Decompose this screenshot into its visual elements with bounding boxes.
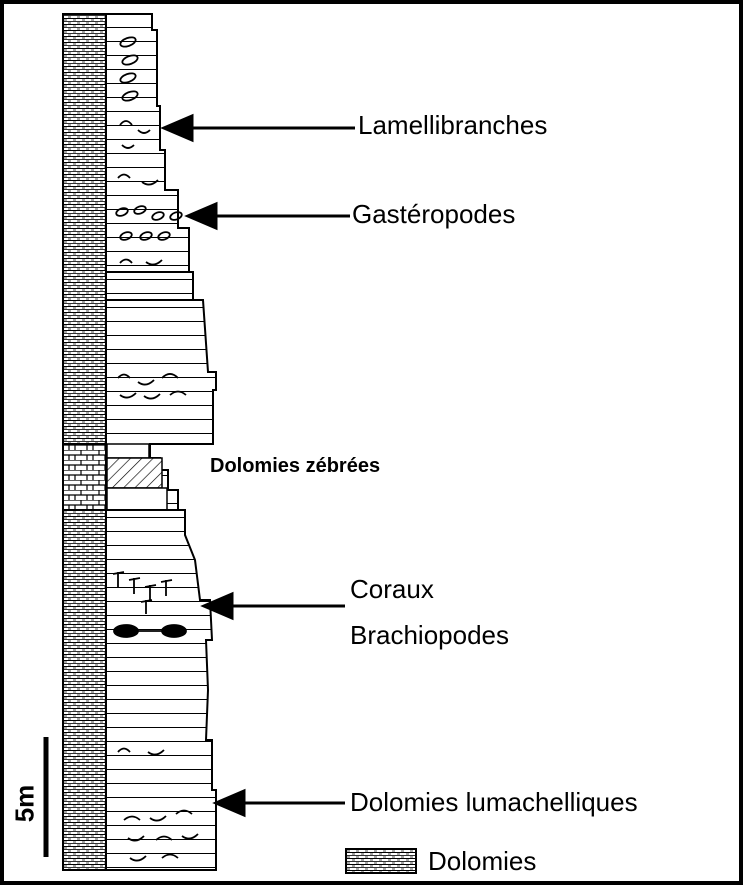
legend-dolomies-label: Dolomies <box>428 846 536 877</box>
label-brachiopodes: Brachiopodes <box>350 620 509 651</box>
legend-dolomies-swatch <box>346 849 416 873</box>
lithology-column <box>63 14 106 870</box>
label-dolomies-lumachelliques: Dolomies lumachelliques <box>350 787 638 818</box>
arrow-coraux-brachiopodes <box>204 594 345 618</box>
label-gasteropodes: Gastéropodes <box>352 199 515 230</box>
label-lamellibranches: Lamellibranches <box>358 110 547 141</box>
arrow-dolomies-lumachelliques <box>216 791 345 815</box>
profile-column <box>106 14 216 870</box>
label-dolomies-zebrees: Dolomies zébrées <box>210 455 380 478</box>
arrow-lamellibranches <box>164 116 355 140</box>
scale-bar-label: 5m <box>9 785 40 823</box>
label-coraux: Coraux <box>350 574 434 605</box>
arrow-gasteropodes <box>188 204 350 228</box>
